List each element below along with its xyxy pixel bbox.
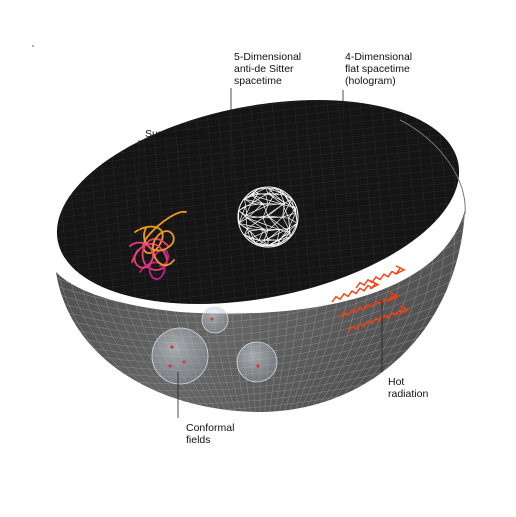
field-dot bbox=[170, 345, 174, 349]
label-ads-spacetime: 5-Dimensional anti-de Sitter spacetime bbox=[234, 51, 302, 87]
conformal-bubble-medium bbox=[236, 341, 278, 383]
field-dot bbox=[210, 317, 214, 321]
conformal-bubble-large bbox=[151, 327, 209, 385]
radiation-wave bbox=[339, 294, 397, 319]
label-superstrings: Superstrings bbox=[145, 128, 204, 140]
leader-lines bbox=[138, 88, 383, 418]
radiation-arrowhead bbox=[399, 305, 410, 315]
radiation-wave bbox=[355, 268, 401, 289]
superstrings-icon bbox=[129, 210, 187, 280]
field-dot bbox=[256, 364, 260, 368]
hot-radiation-waves-icon bbox=[331, 265, 410, 333]
black-hole-mesh-icon bbox=[237, 186, 299, 248]
field-dot bbox=[182, 360, 186, 364]
label-hot-radiation: Hot radiation bbox=[388, 376, 429, 400]
bowl-rim bbox=[399, 119, 466, 215]
field-dot bbox=[168, 364, 172, 368]
stray-dot bbox=[32, 45, 34, 47]
conformal-bubble-small bbox=[201, 306, 229, 334]
label-flat-spacetime: 4-Dimensional flat spacetime (hologram) bbox=[345, 51, 413, 87]
label-black-hole: Black hole bbox=[314, 199, 363, 211]
radiation-wave bbox=[347, 308, 405, 333]
label-conformal-fields: Conformal fields bbox=[186, 422, 235, 446]
radiation-arrowhead bbox=[395, 265, 406, 275]
radiation-arrowhead bbox=[389, 291, 400, 302]
radiation-wave bbox=[331, 282, 377, 303]
conformal-field-bubbles bbox=[151, 306, 278, 385]
